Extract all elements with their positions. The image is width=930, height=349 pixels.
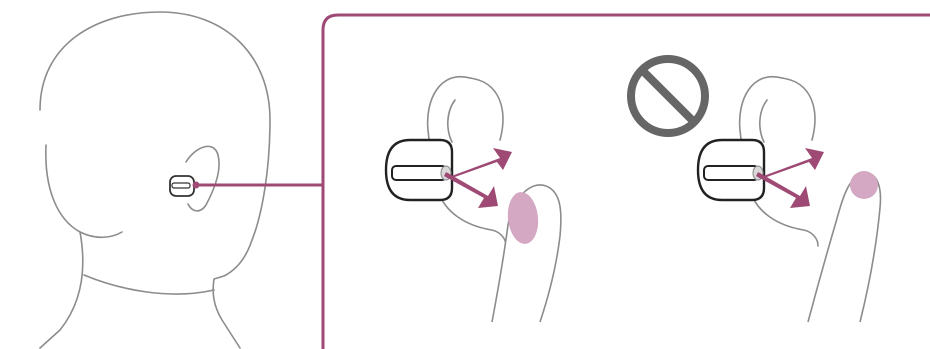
fingertip-contact-area [850,171,878,199]
ear-outline [185,145,220,212]
callout-frame [198,13,930,349]
earbud-icon-incorrect [696,138,766,202]
finger-pad-illustration [491,184,562,323]
touch-arrow-incorrect [756,148,824,208]
head-profile-illustration [39,11,271,349]
fingertip-illustration [807,171,882,323]
ear-illustration-incorrect [738,75,819,247]
correct-touch-panel [384,75,562,323]
callout-border [321,13,930,349]
touch-arrow-correct [444,148,512,208]
shoulder-line [83,274,215,295]
neck-back-line [39,231,84,349]
neck-front-line [45,144,123,239]
finger-pad-contact-area [507,192,539,244]
incorrect-touch-panel [627,55,882,323]
prohibited-icon [627,55,709,137]
head-earbud-icon [169,175,200,197]
earbud-icon-correct [384,138,454,202]
head-outline [39,11,271,349]
